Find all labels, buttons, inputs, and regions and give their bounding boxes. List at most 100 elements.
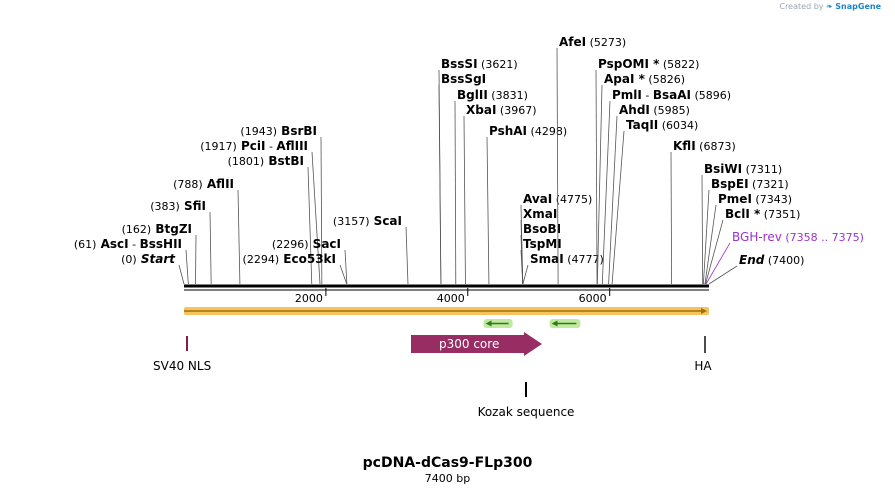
site-position: (2296) bbox=[272, 238, 309, 251]
site-connector bbox=[320, 136, 323, 285]
site-connector bbox=[608, 115, 618, 285]
site-connector bbox=[438, 84, 442, 285]
site-label: BglII (3831) bbox=[457, 88, 528, 102]
site-label: AvaI (4775) bbox=[523, 192, 592, 206]
site-label: BssSgI bbox=[441, 72, 486, 86]
site-position: (4775) bbox=[552, 193, 592, 206]
site-separator: - bbox=[265, 140, 276, 153]
site-label: (788) AflII bbox=[173, 177, 234, 191]
site-position: (2294) bbox=[243, 253, 280, 266]
site-label: PmlI - BsaAI (5896) bbox=[612, 88, 731, 102]
snapgene-credit: Created by ❧ SnapGene bbox=[779, 2, 881, 11]
credit-brand: SnapGene bbox=[835, 2, 881, 11]
site-label: KflI (6873) bbox=[673, 139, 736, 153]
site-position: (6034) bbox=[658, 119, 698, 132]
site-name: AscI bbox=[96, 237, 128, 251]
site-position: (5826) bbox=[645, 73, 685, 86]
site-label: (383) SfiI bbox=[150, 199, 206, 213]
site-label: PmeI (7343) bbox=[718, 192, 792, 206]
site-name: KflI bbox=[673, 139, 696, 153]
site-label: AhdI (5985) bbox=[619, 103, 690, 117]
site-name: AhdI bbox=[619, 103, 650, 117]
site-name: PciI bbox=[237, 139, 266, 153]
site-label: BssSI (3621) bbox=[441, 57, 518, 71]
site-label: PshAI (4298) bbox=[489, 124, 567, 138]
site-connector bbox=[237, 189, 241, 285]
site-connector bbox=[486, 136, 490, 285]
site-name-2: AflIII bbox=[276, 139, 308, 153]
site-label: BsiWI (7311) bbox=[704, 162, 782, 176]
ruler-label: 6000 bbox=[579, 292, 607, 305]
plasmid-length: 7400 bp bbox=[424, 472, 471, 485]
site-name: BssSI bbox=[441, 57, 478, 71]
feature-label: Kozak sequence bbox=[478, 405, 575, 419]
primer-arrowhead bbox=[551, 320, 558, 327]
site-name: BspEI bbox=[711, 177, 749, 191]
site-position: (4298) bbox=[527, 125, 567, 138]
site-label: BspEI (7321) bbox=[711, 177, 789, 191]
site-connector bbox=[556, 47, 559, 285]
site-connector bbox=[209, 211, 212, 285]
site-separator: - bbox=[642, 89, 653, 102]
site-position: (788) bbox=[173, 178, 203, 191]
site-mark: * bbox=[649, 57, 660, 71]
site-connector bbox=[670, 151, 673, 285]
site-position: (5273) bbox=[586, 36, 626, 49]
site-position: (4777) bbox=[564, 253, 604, 266]
site-connector bbox=[307, 166, 313, 285]
site-name: PspOMI bbox=[598, 57, 649, 71]
site-name: BsoBI bbox=[523, 222, 561, 236]
site-name: TaqII bbox=[626, 118, 658, 132]
site-label: XmaI bbox=[523, 207, 557, 221]
site-mark: * bbox=[634, 72, 645, 86]
site-label: AfeI (5273) bbox=[559, 35, 626, 49]
site-label: (61) AscI - BssHII bbox=[74, 237, 182, 251]
site-name: PmeI bbox=[718, 192, 752, 206]
site-position: (5822) bbox=[659, 58, 699, 71]
site-label: BclI * (7351) bbox=[725, 207, 800, 221]
site-label: BGH-rev (7358 .. 7375) bbox=[732, 230, 864, 244]
ruler-label: 2000 bbox=[295, 292, 323, 305]
plasmid-name: pcDNA-dCas9-FLp300 bbox=[362, 455, 533, 471]
site-name: XbaI bbox=[466, 103, 496, 117]
site-position: (1943) bbox=[240, 125, 277, 138]
site-label: (2294) Eco53kI bbox=[243, 252, 336, 266]
site-connector bbox=[708, 265, 738, 285]
site-connector bbox=[311, 151, 321, 285]
site-connector bbox=[702, 189, 710, 285]
site-name: AflII bbox=[203, 177, 234, 191]
site-label: End (7400) bbox=[739, 253, 804, 267]
site-name: BclI bbox=[725, 207, 750, 221]
site-name: XmaI bbox=[523, 207, 557, 221]
site-label: (2296) SacI bbox=[272, 237, 341, 251]
site-connector bbox=[596, 84, 603, 285]
site-position: (3831) bbox=[488, 89, 528, 102]
site-position: (162) bbox=[122, 223, 152, 236]
site-connector bbox=[595, 69, 598, 285]
site-name: ApaI bbox=[604, 72, 634, 86]
site-connector bbox=[178, 264, 185, 285]
site-position: (3621) bbox=[478, 58, 518, 71]
site-connector bbox=[195, 234, 197, 285]
site-label: (1917) PciI - AflIII bbox=[200, 139, 308, 153]
site-label: (0) Start bbox=[121, 252, 176, 266]
site-name: BglII bbox=[457, 88, 488, 102]
site-position: (6873) bbox=[696, 140, 736, 153]
site-connector bbox=[601, 100, 611, 285]
site-name: AvaI bbox=[523, 192, 552, 206]
site-label: (3157) ScaI bbox=[333, 214, 402, 228]
site-label: TspMI bbox=[523, 237, 562, 251]
site-position: (7351) bbox=[760, 208, 800, 221]
site-name-2: BsaAI bbox=[653, 88, 691, 102]
site-separator: - bbox=[129, 238, 140, 251]
site-position: (5985) bbox=[650, 104, 690, 117]
site-name: Eco53kI bbox=[279, 252, 336, 266]
feature-label: HA bbox=[694, 359, 712, 373]
feature-label: p300 core bbox=[439, 337, 499, 351]
ruler-label: 4000 bbox=[437, 292, 465, 305]
orf-arrowhead bbox=[701, 308, 707, 314]
site-position: (3967) bbox=[496, 104, 536, 117]
site-position: (7321) bbox=[749, 178, 789, 191]
site-name: TspMI bbox=[523, 237, 562, 251]
